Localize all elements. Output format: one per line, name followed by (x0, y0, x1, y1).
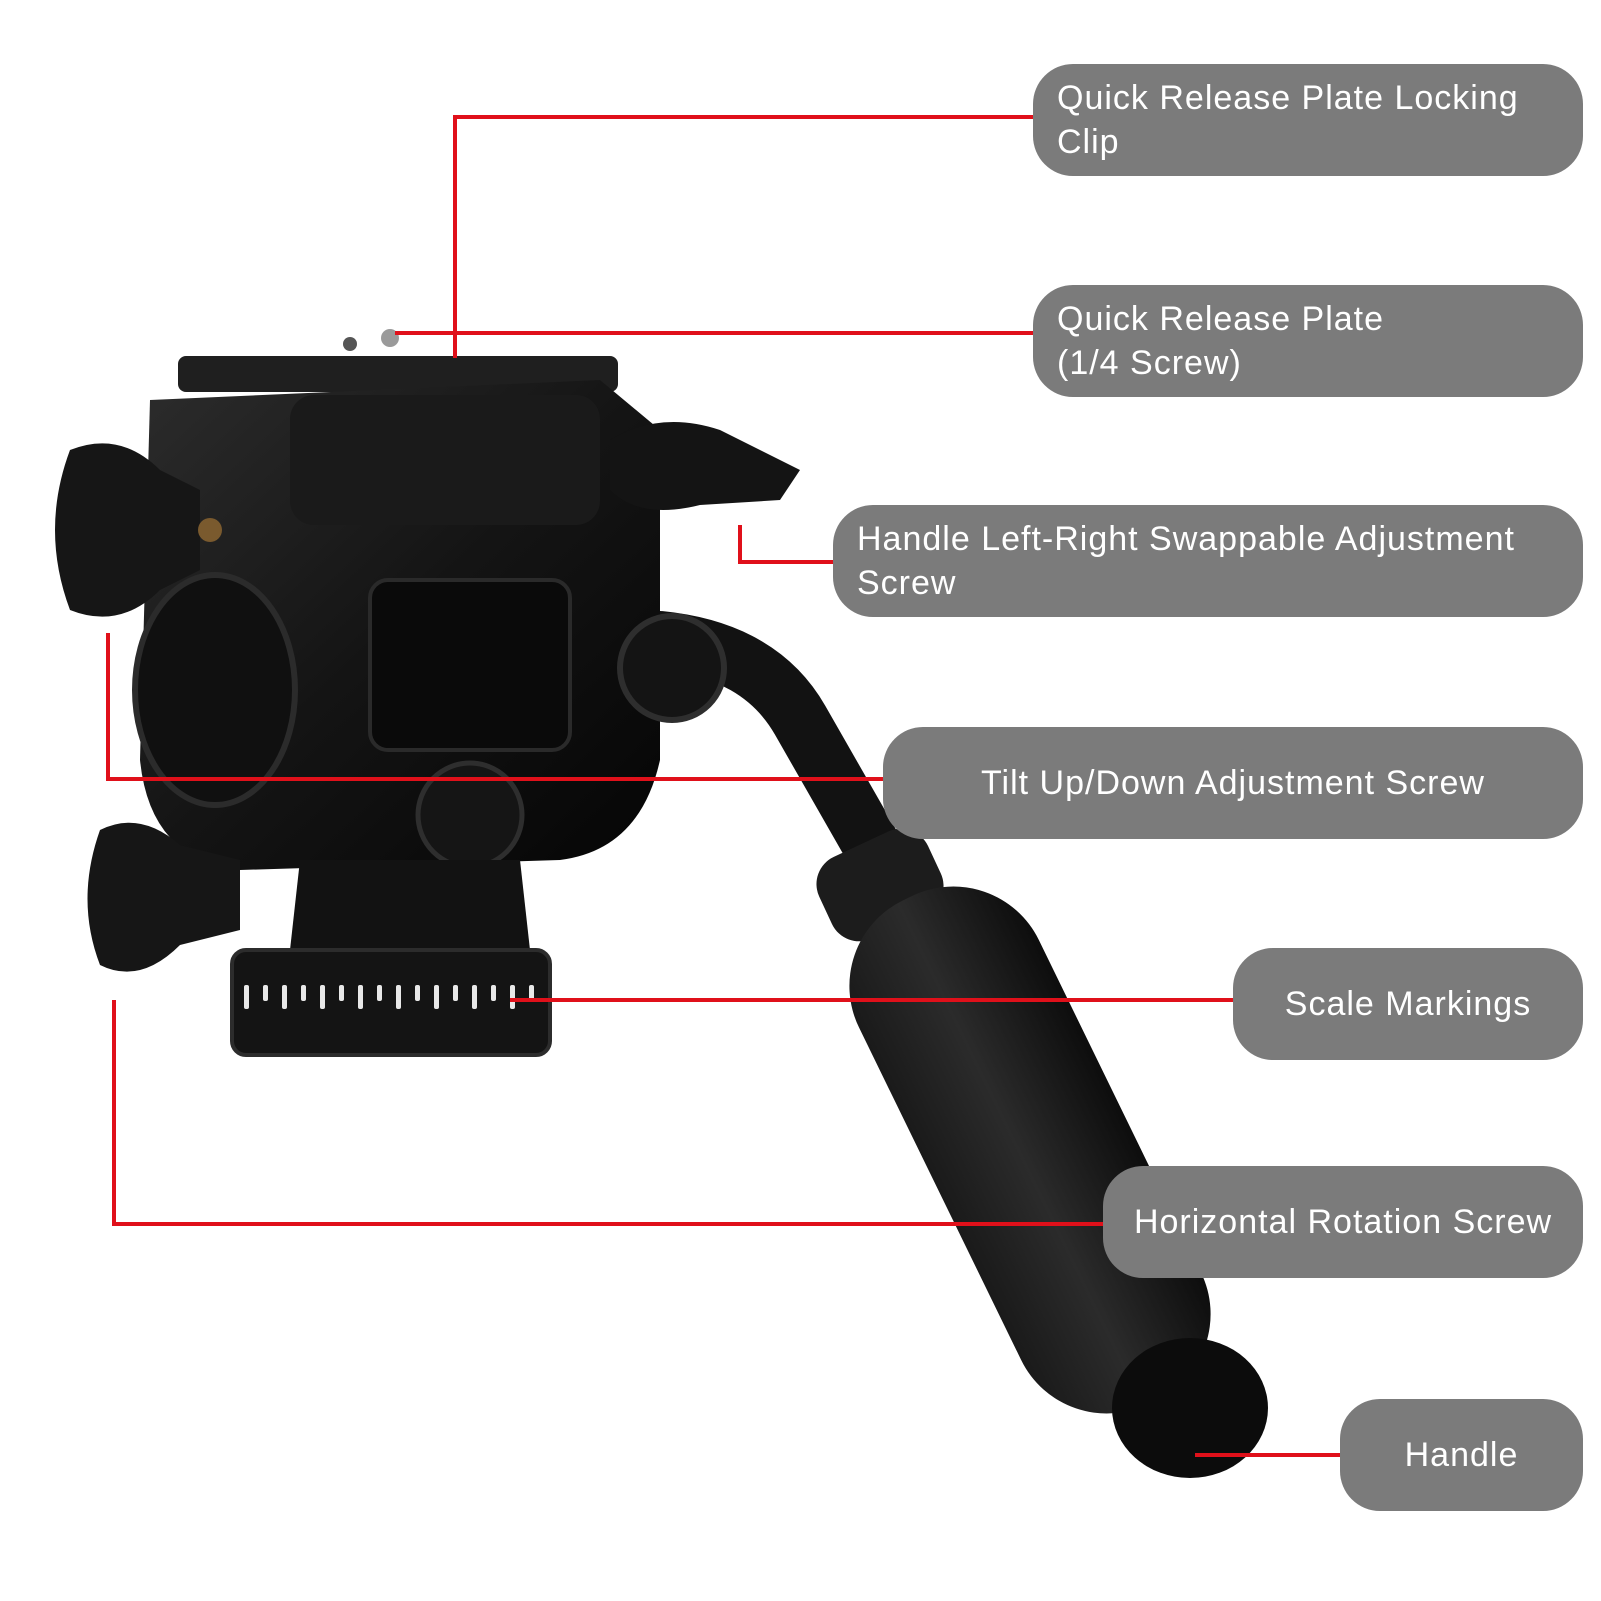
scale-tick (320, 985, 325, 1009)
scale-tick (472, 985, 477, 1009)
scale-tick (453, 985, 458, 1001)
leader-lines (106, 115, 1342, 1457)
scale-tick (415, 985, 420, 1001)
callout-text: Handle (1404, 1436, 1519, 1474)
quick-release-plate-shape (178, 356, 618, 392)
tilt-drum (132, 572, 298, 808)
handle-end-cap (1112, 1338, 1268, 1478)
knob-brass-ring (198, 518, 222, 542)
callout-horizontal-rotation-screw: Horizontal Rotation Screw (1103, 1166, 1583, 1278)
leader-line-qr-locking-clip (453, 115, 1035, 358)
upper-side-knob (55, 443, 200, 617)
mounting-screw-shape (381, 329, 399, 347)
locating-pin-shape (343, 337, 357, 351)
scale-tick (510, 985, 515, 1009)
housing-top-block (290, 395, 600, 525)
base-neck (290, 860, 530, 950)
scale-tick (263, 985, 268, 1001)
callout-quick-release-plate: Quick Release Plate (1/4 Screw) (1033, 285, 1583, 397)
scale-tick (529, 985, 534, 1001)
scale-tick (491, 985, 496, 1001)
leader-line-handle-swap-screw (738, 525, 835, 564)
scale-tick (358, 985, 363, 1009)
scale-ticks (244, 985, 534, 1009)
scale-tick (282, 985, 287, 1009)
handle-pivot (617, 613, 727, 723)
callout-handle: Handle (1340, 1399, 1583, 1511)
scale-tick (434, 985, 439, 1009)
callout-text: Handle Left-Right Swappable Adjustment S… (857, 520, 1515, 602)
callout-quick-release-plate-locking-clip: Quick Release Plate Locking Clip (1033, 64, 1583, 176)
housing-window (368, 578, 572, 752)
callout-handle-swappable-adjustment-screw: Handle Left-Right Swappable Adjustment S… (833, 505, 1583, 617)
lower-side-knob (87, 822, 240, 972)
callout-tilt-adjustment-screw: Tilt Up/Down Adjustment Screw (883, 727, 1583, 839)
callout-text: Quick Release Plate Locking Clip (1057, 79, 1519, 161)
callout-text: Scale Markings (1284, 985, 1532, 1023)
scale-tick (396, 985, 401, 1009)
scale-tick (301, 985, 306, 1001)
callout-text: Tilt Up/Down Adjustment Screw (981, 764, 1485, 802)
handle-foam-grip (849, 886, 1211, 1414)
leader-line-tilt-screw (106, 633, 885, 781)
scale-tick (377, 985, 382, 1001)
base-ring (230, 948, 552, 1057)
callout-text: Quick Release Plate (1/4 Screw) (1057, 300, 1385, 382)
scale-tick (244, 985, 249, 1009)
callout-text: Horizontal Rotation Screw (1133, 1203, 1553, 1241)
callout-scale-markings: Scale Markings (1233, 948, 1583, 1060)
handle-mount-knob (610, 422, 800, 510)
scale-tick (339, 985, 344, 1001)
leader-line-horizontal-rotation (112, 1000, 1105, 1226)
tripod-head (55, 329, 1268, 1478)
